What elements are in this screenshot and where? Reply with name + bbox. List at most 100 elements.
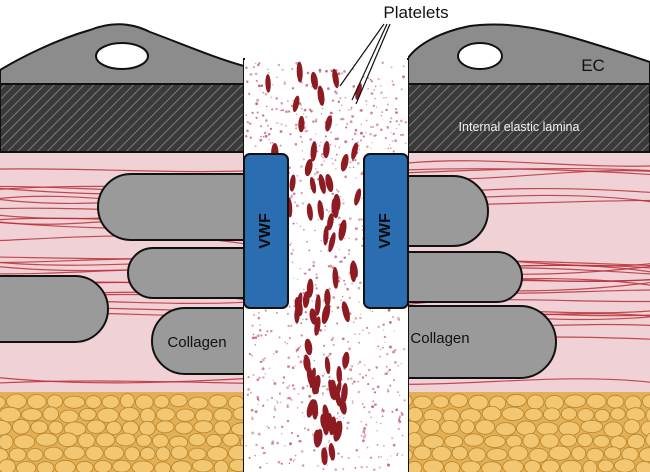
- plasma-speckle: [330, 131, 333, 134]
- fat-cell: [468, 394, 489, 411]
- vwf-block-right: VWF: [363, 153, 409, 309]
- plasma-speckle: [290, 252, 294, 256]
- plasma-speckle: [272, 379, 274, 381]
- plasma-speckle: [286, 100, 289, 102]
- plasma-speckle: [330, 69, 333, 72]
- fat-cell: [154, 461, 172, 472]
- plasma-speckle: [271, 141, 274, 144]
- plasma-speckle: [361, 402, 364, 406]
- plasma-speckle: [377, 456, 380, 458]
- plasma-speckle: [337, 100, 341, 104]
- plasma-speckle: [341, 337, 345, 341]
- plasma-speckle: [301, 386, 305, 390]
- plasma-speckle: [313, 359, 315, 362]
- plasma-speckle: [274, 426, 277, 429]
- plasma-speckle: [343, 279, 346, 282]
- plasma-speckle: [346, 422, 349, 424]
- plasma-speckle: [381, 61, 385, 65]
- platelet: [306, 203, 313, 221]
- fat-cell: [119, 406, 140, 422]
- plasma-speckle: [292, 387, 296, 391]
- plasma-speckle: [300, 104, 302, 106]
- plasma-speckle: [315, 276, 319, 280]
- plasma-speckle: [323, 385, 326, 388]
- plasma-speckle: [300, 334, 303, 337]
- plasma-speckle: [315, 132, 317, 135]
- platelets-pointer-lines: [339, 23, 391, 105]
- plasma-speckle: [370, 92, 374, 96]
- fat-cell: [536, 421, 559, 436]
- fat-cell: [59, 409, 79, 424]
- plasma-speckle: [372, 400, 375, 403]
- plasma-speckle: [275, 312, 278, 314]
- fat-cell: [139, 420, 156, 436]
- plasma-speckle: [361, 229, 364, 231]
- plasma-speckle: [370, 147, 372, 149]
- plasma-speckle: [359, 316, 362, 320]
- plasma-speckle: [343, 199, 345, 201]
- platelet: [309, 367, 316, 389]
- plasma-speckle: [300, 322, 303, 325]
- plasma-speckle: [256, 395, 260, 399]
- plasma-speckle: [386, 103, 390, 106]
- fat-cell: [625, 407, 646, 422]
- plasma-speckle: [394, 349, 397, 352]
- plasma-speckle: [319, 145, 321, 147]
- plasma-speckle: [303, 288, 305, 291]
- plasma-speckle: [270, 96, 273, 98]
- fat-cell: [206, 433, 223, 448]
- plasma-speckle: [349, 167, 351, 169]
- plasma-speckle: [353, 380, 356, 384]
- platelet: [326, 413, 333, 431]
- fat-cell: [169, 393, 188, 408]
- fat-cell: [541, 459, 560, 472]
- plasma-speckle: [295, 351, 298, 353]
- plasma-speckle: [314, 283, 317, 287]
- plasma-speckle: [330, 338, 334, 342]
- plasma-speckle: [371, 125, 375, 129]
- plasma-speckle: [273, 408, 277, 412]
- plasma-speckle: [350, 364, 354, 368]
- plasma-speckle: [336, 137, 340, 141]
- plasma-speckle: [283, 82, 287, 86]
- plasma-speckle: [360, 139, 362, 142]
- plasma-speckle: [321, 374, 324, 377]
- plasma-speckle: [273, 382, 277, 385]
- platelet: [335, 389, 341, 407]
- plasma-speckle: [341, 295, 344, 298]
- plasma-speckle: [305, 318, 308, 321]
- plasma-speckle: [384, 136, 387, 140]
- plasma-speckle: [380, 456, 382, 458]
- plasma-speckle: [313, 449, 316, 452]
- plasma-speckle: [282, 381, 285, 384]
- plasma-speckle: [322, 156, 324, 159]
- plasma-speckle: [285, 110, 288, 113]
- plasma-speckle: [376, 385, 380, 389]
- plasma-speckle: [401, 413, 404, 416]
- plasma-speckle: [278, 336, 281, 339]
- plasma-speckle: [323, 344, 326, 347]
- fat-cell: [460, 460, 481, 472]
- fat-cell: [408, 407, 423, 422]
- left-collagen-bundle-4: [151, 307, 244, 375]
- plasma-speckle: [398, 123, 400, 126]
- plasma-speckle: [293, 305, 296, 308]
- plasma-speckle: [373, 391, 376, 394]
- plasma-speckle: [396, 316, 400, 320]
- plasma-speckle: [288, 337, 292, 340]
- fat-cell: [0, 406, 21, 423]
- platelet: [351, 142, 359, 160]
- plasma-speckle: [299, 360, 303, 364]
- plasma-speckle: [302, 113, 305, 115]
- plasma-speckle: [380, 85, 382, 87]
- vwf-label-right: VWF: [377, 213, 394, 249]
- plasma-speckle: [271, 442, 274, 445]
- plasma-speckle: [283, 81, 286, 83]
- plasma-speckle: [365, 423, 368, 426]
- plasma-speckle: [360, 131, 363, 135]
- plasma-speckle: [309, 187, 312, 190]
- fat-cell: [0, 434, 14, 450]
- fat-cell: [76, 460, 94, 472]
- right-vessel-wall: [408, 23, 650, 472]
- plasma-speckle: [342, 202, 345, 205]
